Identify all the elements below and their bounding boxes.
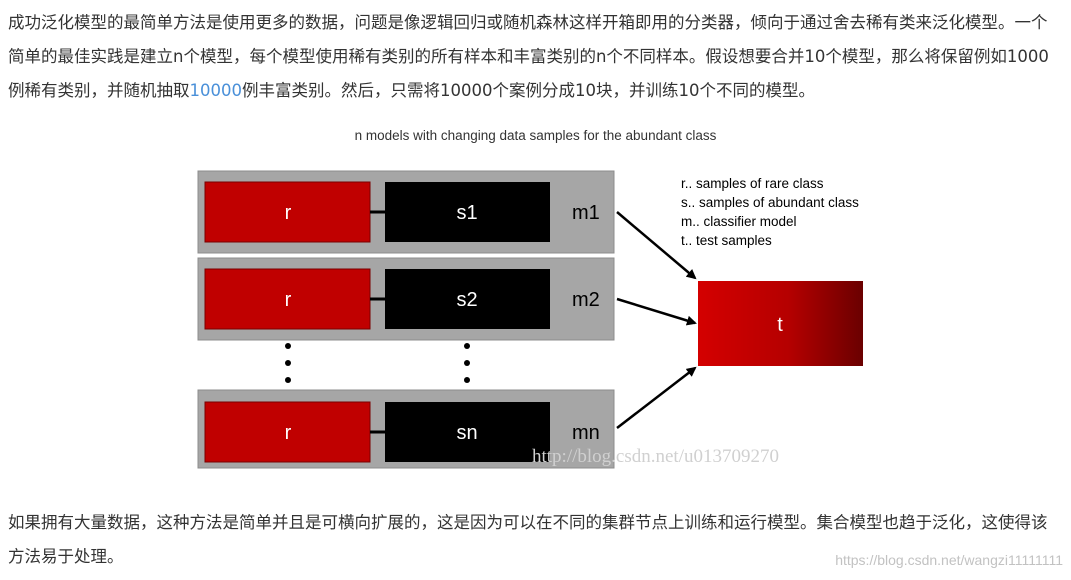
paragraph-intro-text: 成功泛化模型的最简单方法是使用更多的数据，问题是像逻辑回归或随机森林这样开箱即用…	[8, 13, 1049, 100]
model-row-1: r s1 m1	[197, 170, 615, 254]
arrow-m1-to-t	[616, 211, 697, 280]
abundant-sample-box-n	[385, 402, 550, 462]
diagram-legend: r.. samples of rare class s.. samples of…	[681, 176, 859, 248]
test-samples-box	[698, 281, 863, 366]
arrow-m2-to-t	[616, 297, 697, 326]
legend-item-test: t.. test samples	[681, 233, 772, 248]
arrow-mn-to-t	[616, 366, 697, 429]
test-samples-label: t	[777, 314, 783, 336]
paragraph-conclusion: 如果拥有大量数据，这种方法是简单并且是可横向扩展的，这是因为可以在不同的集群节点…	[8, 513, 1048, 566]
paragraph-intro: 成功泛化模型的最简单方法是使用更多的数据，问题是像逻辑回归或随机森林这样开箱即用…	[8, 6, 1060, 108]
rare-label-2: r	[285, 289, 292, 311]
model-label-1: m1	[572, 202, 600, 224]
image-watermark: http://blog.csdn.net/u013709270	[532, 446, 779, 467]
abundant-sample-box-1	[385, 182, 550, 242]
rare-sample-box-n	[204, 401, 371, 463]
model-row-2: r s2 m2	[197, 257, 615, 341]
rare-label-n: r	[285, 422, 292, 444]
ellipsis-dots	[285, 343, 470, 383]
rare-sample-box-1	[204, 181, 371, 243]
model-row-n: r sn mn	[197, 389, 615, 469]
sample-label-1: s1	[456, 202, 477, 224]
page-watermark: https://blog.csdn.net/wangzi11111111	[835, 552, 1063, 568]
legend-item-rare: r.. samples of rare class	[681, 176, 824, 191]
rare-label-1: r	[285, 202, 292, 224]
sample-label-2: s2	[456, 289, 477, 311]
model-label-n: mn	[572, 422, 600, 444]
sample-label-n: sn	[456, 422, 477, 444]
abundant-sample-box-2	[385, 269, 550, 329]
paragraph-intro-text-end: 例丰富类别。然后，只需将10000个案例分成10块，并训练10个不同的模型。	[242, 81, 815, 100]
inline-link-10000[interactable]: 10000	[189, 81, 243, 100]
legend-item-model: m.. classifier model	[681, 214, 797, 229]
legend-item-abundant: s.. samples of abundant class	[681, 195, 859, 210]
diagram-title: n models with changing data samples for …	[354, 128, 717, 143]
model-label-2: m2	[572, 289, 600, 311]
